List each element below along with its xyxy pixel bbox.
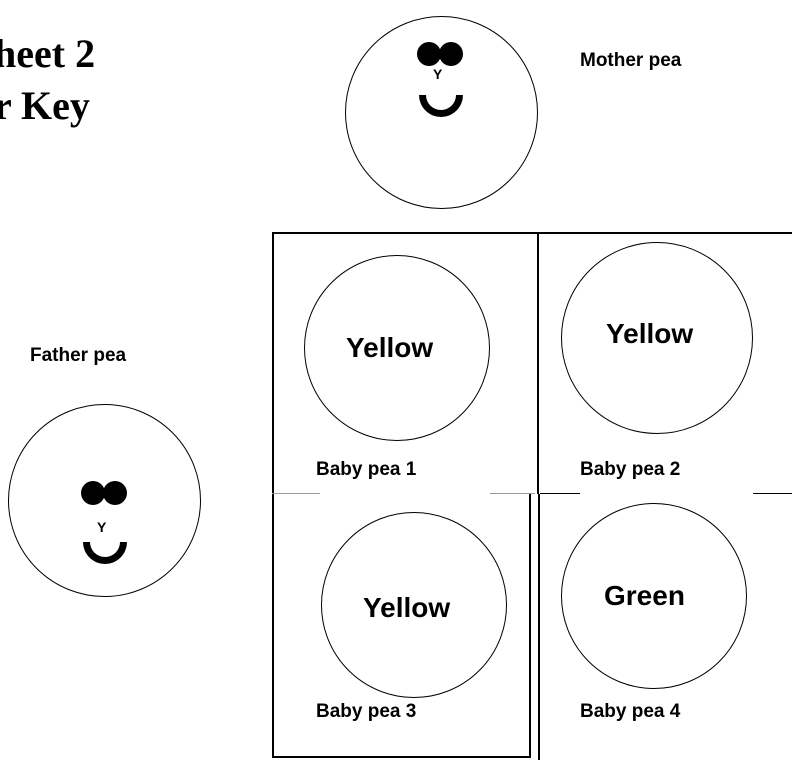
grid-top-line: [272, 232, 792, 234]
grid-mid-row-line-1: [272, 493, 320, 494]
baby-pea-1-label: Baby pea 1: [316, 459, 417, 480]
baby-pea-3-color: Yellow: [363, 592, 451, 623]
father-pea-gene: Y: [97, 519, 107, 535]
worksheet-title: heet 2 r Key: [0, 28, 95, 132]
father-pea-label: Father pea: [30, 345, 127, 366]
title-line-2: r Key: [0, 83, 90, 128]
baby-pea-4-color: Green: [604, 580, 685, 611]
mother-pea-smile: [419, 95, 463, 117]
mother-pea-circle: [345, 16, 538, 209]
baby-pea-3-circle: [321, 512, 507, 698]
grid-mid-row-line-2: [490, 493, 535, 494]
grid-mid-row-line-3: [540, 493, 580, 494]
grid-middle-lower-line-left: [529, 494, 531, 758]
baby-pea-1-circle: [304, 255, 490, 441]
mother-pea-label: Mother pea: [580, 50, 682, 71]
baby-pea-4-label: Baby pea 4: [580, 701, 681, 722]
baby-pea-1-color: Yellow: [346, 332, 434, 363]
mother-pea-left-eye: [417, 42, 441, 66]
grid-left-line: [272, 232, 274, 757]
father-pea-right-eye: [103, 481, 127, 505]
father-pea-smile: [83, 542, 127, 564]
baby-pea-3-label: Baby pea 3: [316, 701, 417, 722]
grid-middle-lower-line-right: [538, 494, 540, 760]
baby-pea-2-color: Yellow: [606, 318, 694, 349]
baby-pea-4-circle: [561, 503, 747, 689]
title-line-1: heet 2: [0, 31, 96, 76]
grid-mid-row-line-4: [753, 493, 792, 494]
mother-pea-right-eye: [439, 42, 463, 66]
father-pea-circle: [8, 404, 201, 597]
mother-pea-gene: Y: [433, 66, 443, 82]
grid-bottom-line: [272, 756, 530, 758]
grid-middle-upper-line: [537, 232, 539, 494]
father-pea-left-eye: [81, 481, 105, 505]
baby-pea-2-label: Baby pea 2: [580, 459, 681, 480]
baby-pea-2-circle: [561, 242, 753, 434]
